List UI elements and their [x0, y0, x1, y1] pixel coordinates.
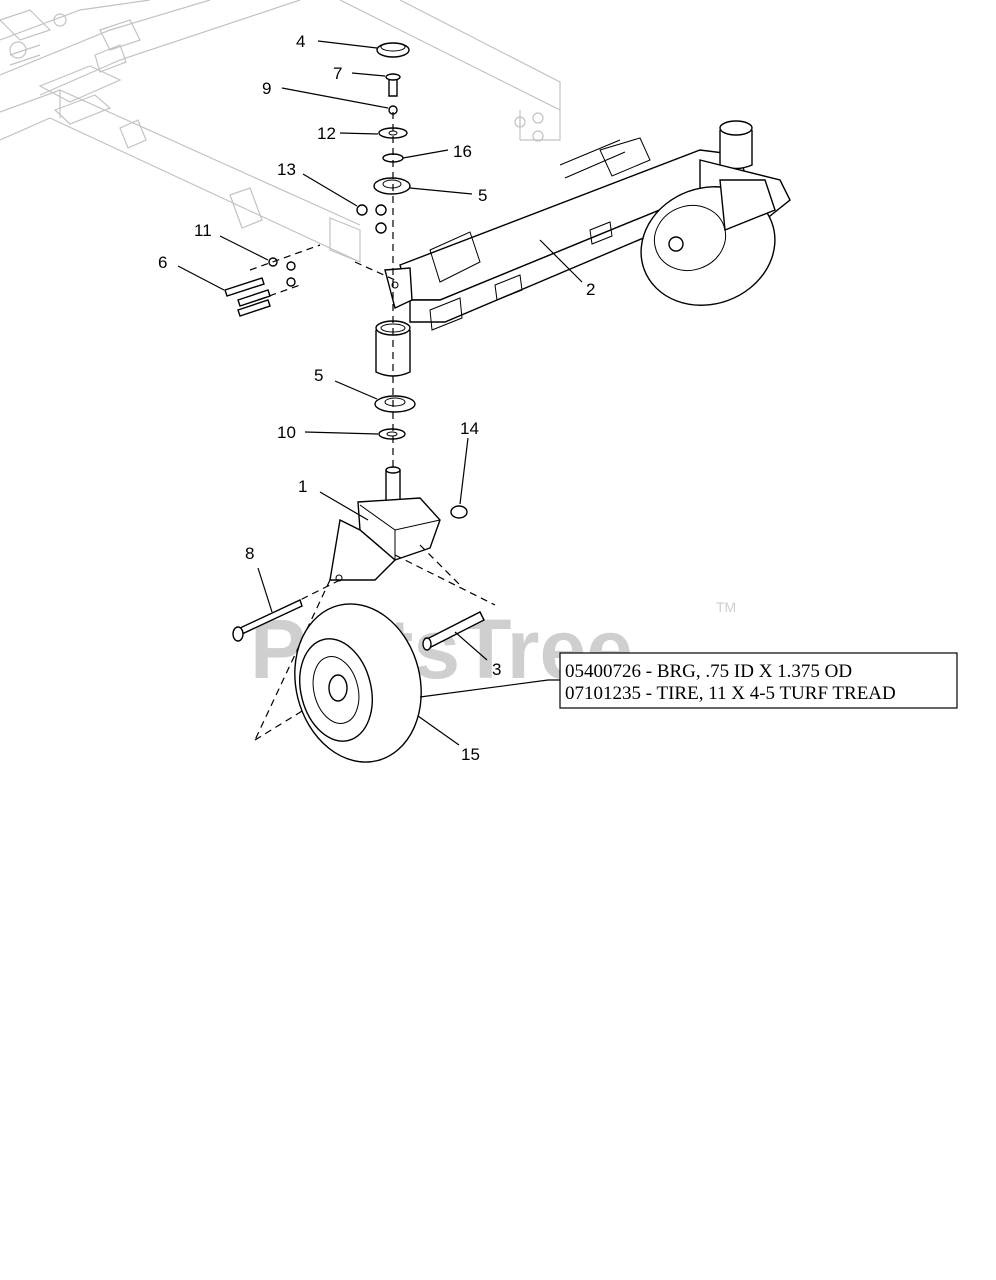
callout-4: 4	[296, 32, 305, 51]
callout-10: 10	[277, 423, 296, 442]
callout-6: 6	[158, 253, 167, 272]
callout-11: 11	[194, 221, 212, 240]
callout-3: 3	[492, 660, 501, 679]
callout-16: 16	[453, 142, 472, 161]
callout-8: 8	[245, 544, 254, 563]
callout-1: 1	[298, 477, 307, 496]
callout-labels: 4 7 9 12 16 13 5 11 6 2 5 10 14 1 8 3 15	[158, 32, 595, 764]
callout-12: 12	[317, 124, 336, 143]
callout-5-lower: 5	[314, 366, 323, 385]
parts-note-box	[559, 652, 958, 709]
pivot-hardware	[224, 42, 416, 470]
right-wheel	[640, 159, 791, 306]
callout-5-upper: 5	[478, 186, 487, 205]
callout-15: 15	[461, 745, 480, 764]
parts-note-tire: 07101235 - TIRE, 11 X 4-5 TURF TREAD	[565, 683, 896, 704]
leader-lines	[177, 40, 583, 746]
parts-note: 05400726 - BRG, .75 ID X 1.375 OD 071012…	[559, 652, 958, 709]
callout-9: 9	[262, 79, 271, 98]
front-tire	[294, 603, 422, 763]
callout-2: 2	[586, 280, 595, 299]
callout-13: 13	[277, 160, 296, 179]
mower-frame	[0, 0, 561, 263]
parts-note-bearing: 05400726 - BRG, .75 ID X 1.375 OD	[565, 661, 852, 682]
caster-fork	[232, 466, 496, 741]
callout-7: 7	[333, 64, 342, 83]
watermark-trademark: TM	[716, 599, 736, 615]
callout-14: 14	[460, 419, 479, 438]
